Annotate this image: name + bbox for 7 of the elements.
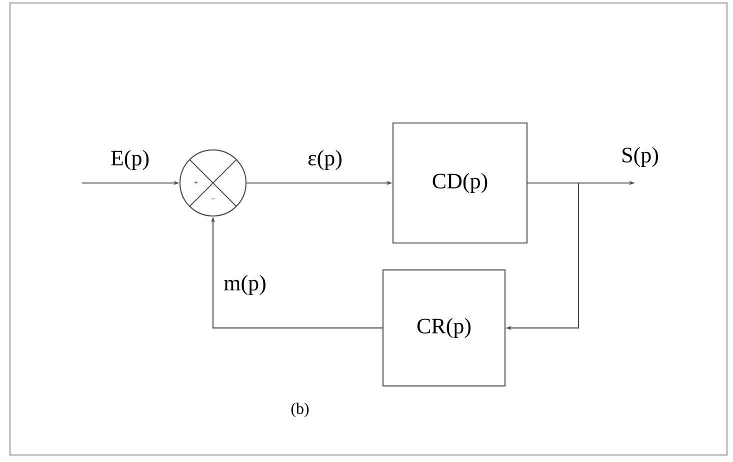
block-box: CD(p) xyxy=(392,122,528,244)
edge-label: S(p) xyxy=(622,147,658,167)
edge-label: E(p) xyxy=(111,150,149,170)
block-box: CR(p) xyxy=(382,269,506,387)
caption-label: (b) xyxy=(291,402,309,418)
edge-label: m(p) xyxy=(224,275,266,295)
edge-label: ε(p) xyxy=(308,150,342,170)
